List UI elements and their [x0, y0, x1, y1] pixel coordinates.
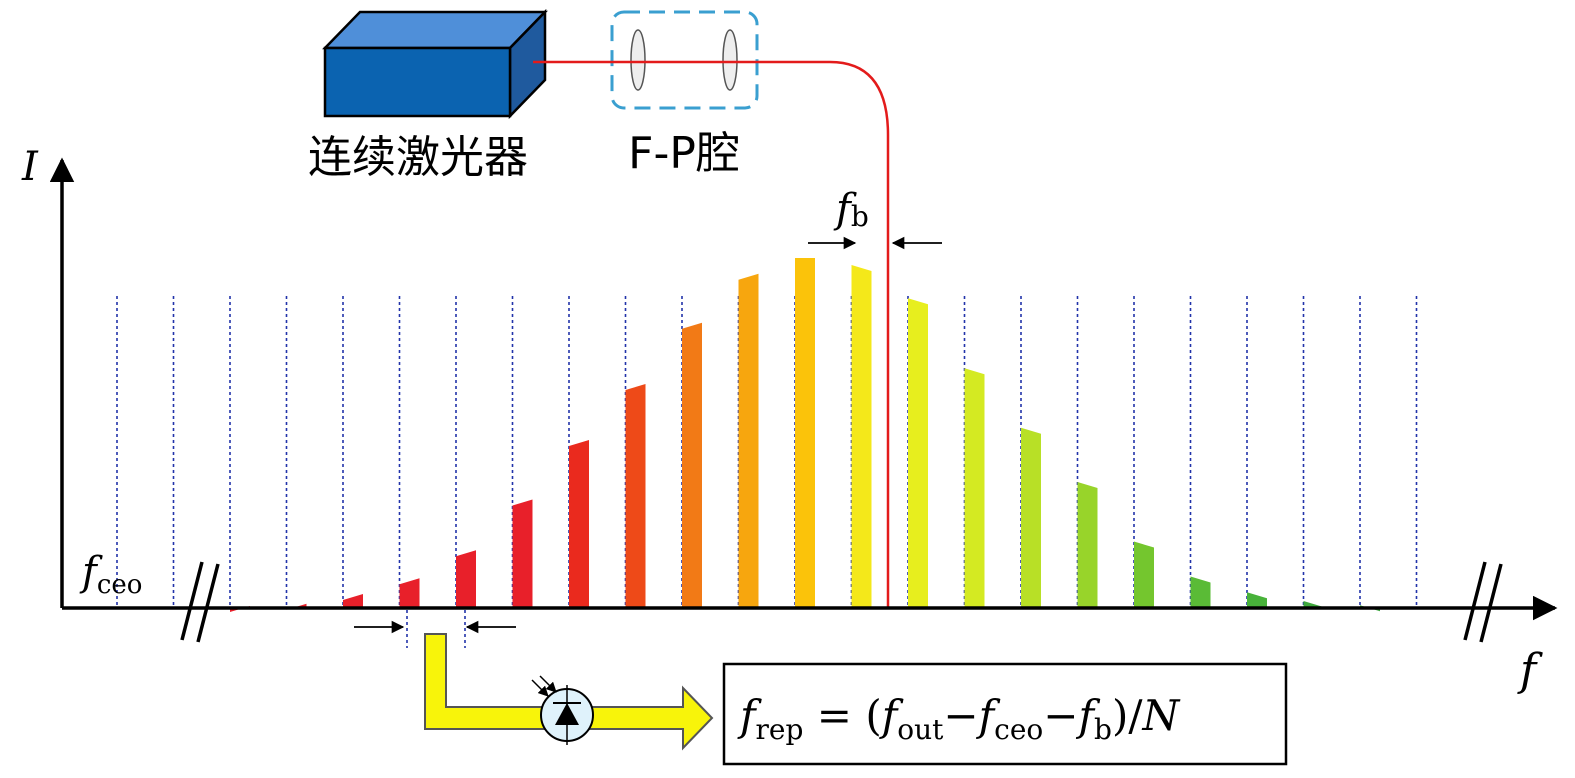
fp-cavity-icon	[610, 10, 759, 110]
comb-line	[738, 273, 759, 608]
comb-line	[512, 499, 533, 608]
cw-laser-icon	[322, 8, 548, 120]
comb-line	[1190, 576, 1211, 608]
frep-formula: frep = (fout−fceo−fb)/N	[737, 691, 1181, 746]
comb-line	[456, 550, 476, 608]
fceo-label: fceo	[79, 549, 142, 600]
comb-line	[625, 384, 646, 608]
comb-line	[682, 322, 702, 608]
y-axis-label: I	[21, 144, 39, 190]
comb-line	[851, 265, 872, 608]
cavity-label: F-P腔	[628, 128, 740, 179]
comb-lines	[230, 258, 1380, 612]
comb-line	[343, 594, 363, 608]
frep-arrows	[354, 610, 516, 648]
comb-line	[569, 440, 589, 608]
fb-label: fb	[833, 186, 869, 233]
comb-line	[399, 578, 420, 608]
comb-line	[1077, 482, 1098, 608]
comb-line	[908, 298, 928, 608]
formula-box	[722, 662, 1288, 766]
axis-break-left	[180, 561, 220, 643]
laser-label: 连续激光器	[308, 132, 528, 183]
axis-break-right	[1463, 561, 1503, 643]
comb-line	[1134, 541, 1154, 608]
laser-beam	[533, 60, 890, 608]
comb-line	[964, 368, 985, 608]
comb-line	[1021, 427, 1041, 608]
comb-line	[1247, 592, 1267, 608]
photodetector-icon	[531, 675, 594, 745]
x-axis-label: f	[1517, 645, 1543, 696]
comb-line	[795, 258, 815, 608]
comb-gridlines	[116, 296, 1418, 608]
